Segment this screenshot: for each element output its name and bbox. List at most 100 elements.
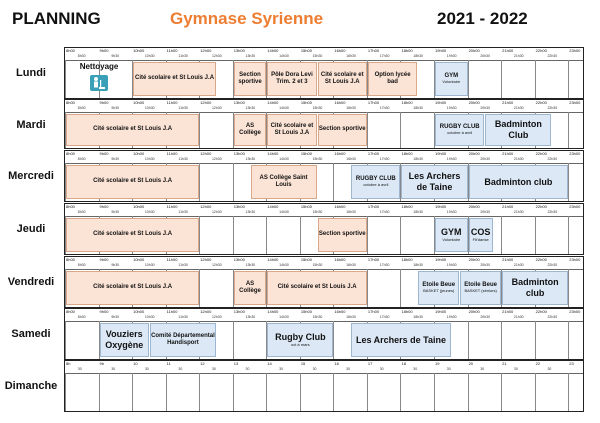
activity-title: Badminton club (511, 277, 559, 298)
activity-block[interactable]: AS Collège Saint Louis (250, 165, 317, 199)
activity-block[interactable]: Cité scolaire et St Louis J.A (66, 165, 200, 199)
day-label-jeudi: Jeudi (16, 223, 46, 235)
half-hour-tick-label: 13h30 (245, 106, 256, 110)
day-label-mardi: Mardi (16, 119, 46, 131)
activity-block[interactable]: Option lycée bad (367, 62, 418, 96)
half-hour-tick-label: 30 (547, 367, 552, 371)
hour-tick-label: 16h00 (334, 257, 346, 262)
hour-tick-label: 16h00 (334, 309, 346, 314)
half-hour-tick-label: 15h30 (312, 54, 323, 58)
activity-title: Option lycée bad (374, 71, 411, 85)
day-label-vendredi: Vendredi (7, 276, 55, 288)
hour-gridline (65, 216, 66, 254)
planning-title: PLANNING (12, 9, 101, 28)
hour-tick-label: 11h00 (166, 257, 178, 262)
activity-title: Etoile Beue (422, 282, 456, 288)
half-hour-tick-label: 15h30 (312, 263, 323, 267)
activity-block[interactable]: Cité scolaire et St Louis J.A (317, 62, 367, 96)
hour-tick-label: 15 (300, 361, 306, 366)
hour-gridline (232, 373, 234, 411)
activity-block[interactable]: AS Collège (233, 114, 267, 146)
activity-title: RUGBY CLUB (439, 124, 480, 130)
activity-subtitle: octobre à avril (447, 130, 473, 136)
half-hour-tick-label: 20h30 (480, 106, 491, 110)
activity-title: Les Archers de Taine (408, 171, 461, 192)
activity-block[interactable]: Cité scolaire et St Louis J.A (133, 62, 216, 96)
hour-gridline (266, 112, 268, 148)
activity-block[interactable]: Vouziers Oxygène (99, 323, 149, 357)
activity-block[interactable]: Cité scolaire et St Louis J.A (66, 271, 200, 305)
activity-block[interactable]: Badminton Club (485, 114, 552, 146)
activity-block[interactable]: Cité scolaire et St Louis J.A (66, 218, 200, 252)
half-hour-tick-label: 11h30 (178, 315, 188, 319)
half-hour-tick-label: 16h30 (346, 210, 356, 214)
activity-block[interactable]: Pôle Dora Levi Trim. 2 et 3 (267, 62, 317, 96)
hour-tick-label: 20 (468, 361, 474, 366)
activity-title: COS (470, 227, 491, 238)
half-hour-tick-label: 9h30 (111, 54, 120, 58)
hour-tick-label: 22h00 (535, 257, 547, 262)
hour-tick-label: 9h00 (99, 257, 109, 262)
hour-gridline (266, 269, 268, 307)
hour-tick-label: 13h00 (233, 257, 245, 262)
hour-tick-label: 9h00 (99, 100, 109, 105)
hour-tick-label: 8h00 (66, 151, 75, 156)
activity-block[interactable]: Les Archers de Taine (401, 165, 468, 199)
hour-gridline (568, 269, 570, 307)
hour-tick-label: 14h00 (267, 48, 279, 53)
half-hour-tick-label: 10h30 (144, 157, 155, 161)
hour-tick-label: 23h00 (569, 257, 581, 262)
hour-tick-label: 21h00 (502, 257, 514, 262)
hour-gridline (98, 321, 100, 359)
hour-gridline (132, 373, 134, 411)
activity-block[interactable]: Cité scolaire et St Louis J.A (267, 271, 367, 305)
hour-gridline (199, 112, 201, 148)
hour-tick-label: 19h00 (435, 204, 447, 209)
hour-tick-label: 16h00 (334, 100, 346, 105)
activity-title: Rugby Club (275, 332, 326, 343)
activity-block[interactable]: Section sportive (233, 62, 267, 96)
activity-block[interactable]: Comité Départemental Handisport (149, 323, 216, 357)
hour-gridline (199, 163, 201, 201)
activity-block[interactable]: Section sportive (317, 114, 367, 146)
half-hour-tick-label: 16h30 (346, 106, 356, 110)
hour-tick-label: 10h00 (133, 151, 145, 156)
activity-block[interactable]: Cité scolaire et St Louis J.A (66, 114, 200, 146)
half-hour-tick-label: 16h30 (346, 263, 356, 267)
hour-tick-label: 9h00 (99, 151, 109, 156)
hour-gridline (232, 163, 234, 201)
hour-tick-label: 23h00 (569, 100, 581, 105)
half-hour-tick-label: 12h30 (211, 210, 222, 214)
activity-block[interactable]: Badminton club (502, 271, 569, 305)
activity-block[interactable]: Badminton club (468, 165, 569, 199)
half-hour-tick-label: 19h30 (446, 210, 457, 214)
half-hour-tick-label: 19h30 (446, 106, 457, 110)
half-hour-tick-label: 10h30 (144, 106, 155, 110)
activity-block[interactable]: AS Collège (233, 271, 267, 305)
hour-tick-label: 18h00 (401, 257, 413, 262)
activity-title: RUGBY CLUB (355, 176, 396, 182)
half-hour-tick-label: 20h30 (480, 54, 491, 58)
hour-tick-label: 10 (133, 361, 138, 366)
half-hour-tick-label: 22h30 (547, 210, 558, 214)
activity-block[interactable]: Les Archers de Taine (351, 323, 451, 357)
half-hour-tick-label: 30 (379, 367, 384, 371)
hour-gridline (232, 321, 234, 359)
activity-block[interactable]: Nettoyage (66, 62, 132, 96)
activity-block[interactable]: Section sportive (317, 218, 367, 252)
hour-gridline (467, 373, 469, 411)
hour-tick-label: 21h00 (502, 100, 514, 105)
hour-gridline (434, 373, 436, 411)
activity-block[interactable]: Cité scolaire et St Louis J.A (267, 114, 317, 146)
half-hour-tick-label: 13h30 (245, 263, 256, 267)
half-hour-tick-label: 12h30 (211, 54, 222, 58)
